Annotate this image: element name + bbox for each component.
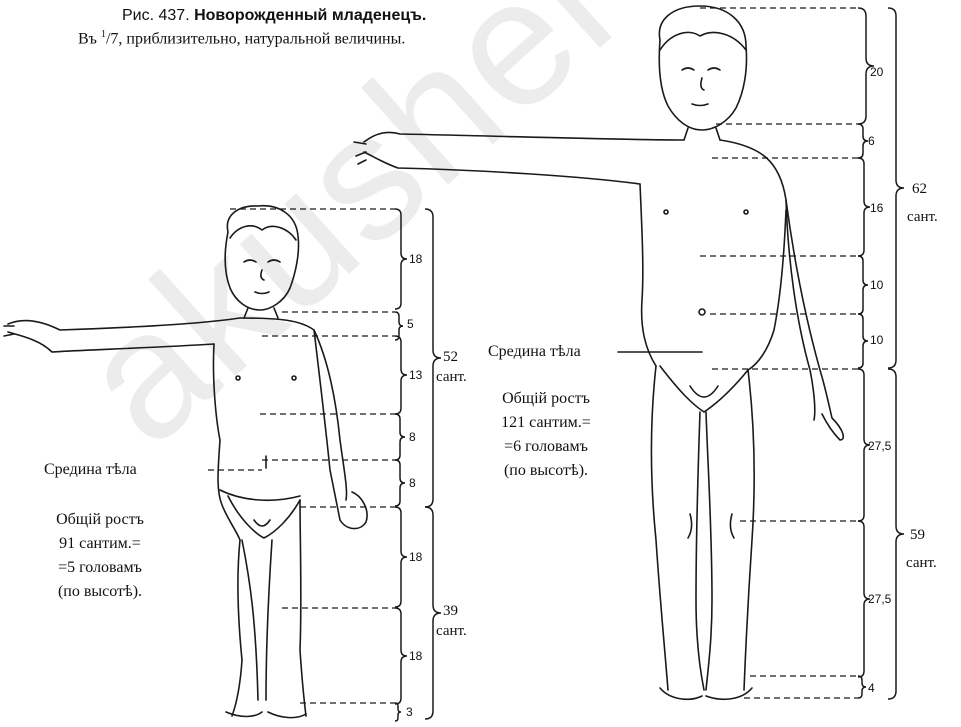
large-seg-label-4: 10	[870, 279, 883, 291]
small-figure-level-lines	[208, 209, 395, 703]
small-height-note: Общій ростъ 91 сантим.= =5 головамъ (по …	[20, 508, 180, 604]
small-lower-total-unit: сант.	[436, 624, 467, 639]
small-seg-label-6: 18	[409, 551, 422, 563]
large-height-note-line-2: 121 сантим.=	[466, 411, 626, 435]
small-seg-label-3: 13	[409, 369, 422, 381]
large-height-note-line-1: Общій ростъ	[466, 387, 626, 411]
small-upper-total-value: 52	[443, 350, 458, 365]
small-seg-label-8: 3	[406, 706, 413, 718]
small-lower-total-value: 39	[443, 604, 458, 619]
small-height-note-line-2: 91 сантим.=	[20, 532, 180, 556]
large-upper-total-value: 62	[912, 182, 927, 197]
small-upper-total-unit: сант.	[436, 370, 467, 385]
small-seg-label-2: 5	[407, 318, 414, 330]
large-height-note-line-3: =6 головамъ	[466, 435, 626, 459]
small-height-note-line-1: Общій ростъ	[20, 508, 180, 532]
large-seg-label-8: 4	[868, 682, 875, 694]
small-seg-label-1: 18	[409, 253, 422, 265]
large-seg-label-6: 27,5	[868, 440, 891, 452]
large-seg-label-1: 20	[870, 66, 883, 78]
small-seg-label-7: 18	[409, 650, 422, 662]
large-child-figure	[354, 6, 843, 699]
small-midline-label: Средина тѣла	[44, 462, 137, 478]
small-seg-label-4: 8	[409, 431, 416, 443]
large-seg-label-5: 10	[870, 334, 883, 346]
large-midline-label: Средина тѣла	[488, 344, 581, 360]
small-seg-label-5: 8	[409, 477, 416, 489]
large-lower-total-value: 59	[910, 528, 925, 543]
large-height-note-line-4: (по высотѣ).	[466, 459, 626, 483]
large-height-note: Общій ростъ 121 сантим.= =6 головамъ (по…	[466, 387, 626, 483]
large-figure-level-lines	[700, 8, 858, 698]
large-seg-label-2: 6	[868, 135, 875, 147]
large-seg-label-3: 16	[870, 202, 883, 214]
large-lower-total-unit: сант.	[906, 556, 937, 571]
large-seg-label-7: 27,5	[868, 593, 891, 605]
small-height-note-line-4: (по высотѣ).	[20, 580, 180, 604]
large-upper-total-unit: сант.	[907, 210, 938, 225]
small-height-note-line-3: =5 головамъ	[20, 556, 180, 580]
small-figure-braces	[395, 209, 441, 721]
